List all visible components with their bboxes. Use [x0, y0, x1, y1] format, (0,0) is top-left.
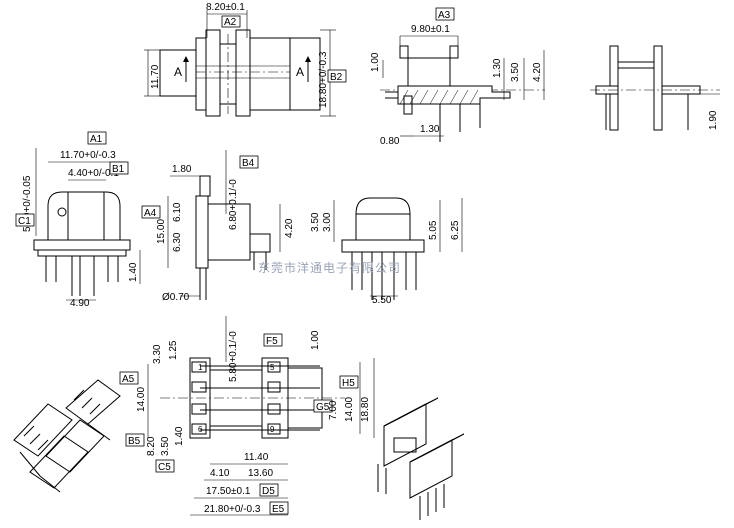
pin-5: 5 [270, 363, 275, 372]
dim-13-60: 13.60 [248, 468, 273, 479]
dim-1-30a: 1.30 [492, 58, 503, 78]
label-b2: B2 [330, 72, 343, 83]
pin-1: 1 [198, 363, 203, 372]
label-d5: D5 [262, 486, 275, 497]
dim-8-20b: 8.20 [146, 436, 157, 456]
dim-1-30b: 1.30 [420, 124, 440, 135]
dim-3-50b: 3.50 [310, 212, 321, 232]
side-view-a4: 1.80 B4 6.80+0.1/-0 A4 6.10 15.00 6.30 4… [141, 150, 295, 303]
isometric-left [13, 379, 121, 493]
dim-1-00b: 1.00 [310, 330, 321, 350]
dim-5-80: 5.80+0.1/-0 [228, 331, 239, 382]
side-section-view: 1.90 [590, 45, 720, 131]
label-b4: B4 [242, 158, 255, 169]
section-a-left: A [174, 65, 182, 79]
bottom-view: F5 5.80+0.1/-0 1.00 3.30 1.25 A5 14.00 B… [119, 316, 375, 516]
dim-1-90: 1.90 [708, 110, 719, 130]
dim-11-70b: 11.70+0/-0.3 [60, 150, 116, 161]
end-view: 3.50 3.00 5.05 6.25 5.50 [310, 197, 463, 306]
dim-1-40a: 1.40 [128, 262, 139, 282]
isometric-right [377, 397, 465, 520]
dim-1-00a: 1.00 [370, 52, 381, 72]
dim-5-30: 5.30+0/-0.05 [22, 175, 33, 232]
dim-4-20a: 4.20 [532, 62, 543, 82]
dim-1-25: 1.25 [168, 340, 179, 360]
dim-3-50c: 3.50 [160, 436, 171, 456]
dim-4-10: 4.10 [210, 468, 230, 479]
dim-0-80: 0.80 [380, 136, 400, 147]
dim-11-40: 11.40 [244, 452, 269, 463]
dim-4-20b: 4.20 [284, 218, 295, 238]
label-a5: A5 [122, 374, 135, 385]
dim-15-00: 15.00 [156, 219, 167, 244]
pin-9: 9 [270, 425, 275, 434]
pin-6: 6 [198, 425, 203, 434]
label-c1: C1 [18, 216, 31, 227]
label-h5: H5 [342, 378, 355, 389]
label-a2: A2 [224, 17, 237, 28]
dim-17-50: 17.50±0.1 [206, 486, 251, 497]
dim-8-20: 8.20±0.1 [206, 2, 245, 13]
dim-3-30: 3.30 [152, 344, 163, 364]
label-f5: F5 [266, 336, 278, 347]
label-b5: B5 [128, 436, 141, 447]
label-a3: A3 [438, 10, 451, 21]
dim-11-70-top: 11.70 [150, 64, 161, 89]
dim-1-80: 1.80 [172, 164, 192, 175]
front-view-a1: A1 11.70+0/-0.3 4.40+0/-0.1 B1 5.30+0/-0… [15, 131, 141, 309]
dim-6-25: 6.25 [450, 220, 461, 240]
dim-18-80b: 18.80 [360, 397, 371, 422]
section-a-right: A [296, 65, 304, 79]
dim-5-50: 5.50 [372, 295, 392, 306]
dim-14-00a: 14.00 [136, 387, 147, 412]
dim-6-30: 6.30 [172, 232, 183, 252]
top-view: 8.20±0.1 A2 A A 11.70 18.80+0/-0.3 B2 [144, 2, 347, 117]
label-a1: A1 [90, 134, 103, 145]
label-b1: B1 [112, 164, 125, 175]
dim-1-40b: 1.40 [174, 426, 185, 446]
watermark-text: 东莞市洋通电子有限公司 [258, 260, 401, 275]
dim-14-00b: 14.00 [344, 397, 355, 422]
label-a4: A4 [144, 208, 157, 219]
label-g5: G5 [316, 402, 330, 413]
dim-18-80-top: 18.80+0/-0.3 [318, 51, 329, 108]
dim-9-80: 9.80±0.1 [411, 24, 450, 35]
label-e5: E5 [272, 504, 285, 515]
dim-4-90: 4.90 [70, 298, 90, 309]
dim-4-40: 4.40+0/-0.1 [68, 168, 119, 179]
dim-21-80: 21.80+0/-0.3 [204, 504, 261, 515]
dim-3-00: 3.00 [322, 212, 333, 232]
dim-3-50a: 3.50 [510, 62, 521, 82]
dim-5-05: 5.05 [428, 220, 439, 240]
dim-6-10: 6.10 [172, 202, 183, 222]
section-a3-view: A3 9.80±0.1 1.00 1.30 3.50 4.20 [370, 7, 545, 147]
label-c5: C5 [158, 462, 171, 473]
dim-0-70: Ø0.70 [162, 292, 190, 303]
dim-7-00: 7.00 [328, 400, 339, 420]
